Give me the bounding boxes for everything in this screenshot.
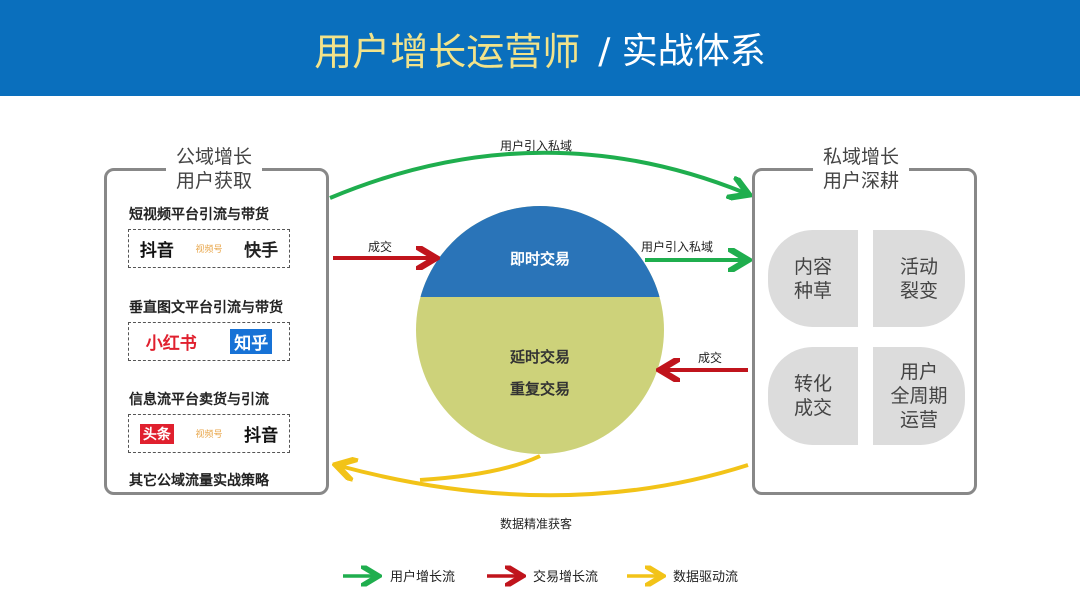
arrow-bottom-yellow <box>340 465 749 498</box>
page-title: 用户增长运营师 <box>314 29 581 74</box>
toutiao-logo: 头条 <box>139 423 174 444</box>
circle-label-delayed: 延时交易 <box>509 348 570 366</box>
logo-group-vertical: 小红书 知乎 <box>128 322 290 361</box>
xiaohongshu-logo: 小红书 <box>145 334 197 354</box>
arrow-label-right-top: 用户引入私域 <box>641 240 714 254</box>
arrow-bottom-yellow-join <box>419 454 541 482</box>
header: 用户增长运营师 / 实战体系 <box>0 0 1080 96</box>
title-line: 用户深耕 <box>823 170 900 192</box>
title-line: 公域增长 <box>176 146 253 168</box>
section-label: 垂直图文平台引流与带货 <box>129 300 283 316</box>
douyin-logo: 抖音 <box>244 426 279 446</box>
kuaishou-logo: 快手 <box>244 241 279 261</box>
legend-data-driven: 数据驱动流 <box>673 566 738 585</box>
section-label: 信息流平台卖货与引流 <box>129 392 269 408</box>
private-domain-title: 私域增长 用户深耕 <box>813 145 910 193</box>
tile-lifecycle: 用户 全周期 运营 <box>873 347 965 445</box>
tile-conversion: 转化 成交 <box>768 347 858 445</box>
zhihu-logo: 知乎 <box>230 329 273 354</box>
legend-trade-growth: 交易增长流 <box>533 566 598 585</box>
douyin-logo: 抖音 <box>139 241 174 261</box>
tile-content-seeding: 内容 种草 <box>768 230 858 327</box>
circle-label-repeat: 重复交易 <box>509 380 570 398</box>
arrow-top-green <box>329 150 745 198</box>
public-domain-title: 公域增长 用户获取 <box>166 145 263 193</box>
shipinhao-logo: 视频号 <box>195 245 223 255</box>
tile-activity-fission: 活动 裂变 <box>873 230 965 327</box>
section-label: 短视频平台引流与带货 <box>129 207 269 223</box>
circle-top-label: 即时交易 <box>509 250 570 268</box>
legend-label: 交易增长流 <box>533 570 599 585</box>
private-domain-box <box>752 168 977 495</box>
arrow-label-bottom: 数据精准获客 <box>500 517 573 531</box>
arrow-label-right-bottom: 成交 <box>698 351 723 365</box>
arrow-label-left-mid: 成交 <box>368 240 393 254</box>
legend-user-growth: 用户增长流 <box>390 566 455 585</box>
shipinhao-logo: 视频号 <box>195 430 223 440</box>
logo-group-short-video: 抖音 视频号 快手 <box>128 229 290 268</box>
legend-label: 数据驱动流 <box>673 570 739 585</box>
title-line: 用户获取 <box>176 170 253 192</box>
title-line: 私域增长 <box>823 146 900 168</box>
arrow-label-top: 用户引入私域 <box>500 139 573 153</box>
page-subtitle: / 实战体系 <box>598 31 766 72</box>
logo-group-feed: 头条 视频号 抖音 <box>128 414 290 453</box>
legend-label: 用户增长流 <box>390 570 456 585</box>
other-strategies: 其它公域流量实战策略 <box>129 473 269 489</box>
